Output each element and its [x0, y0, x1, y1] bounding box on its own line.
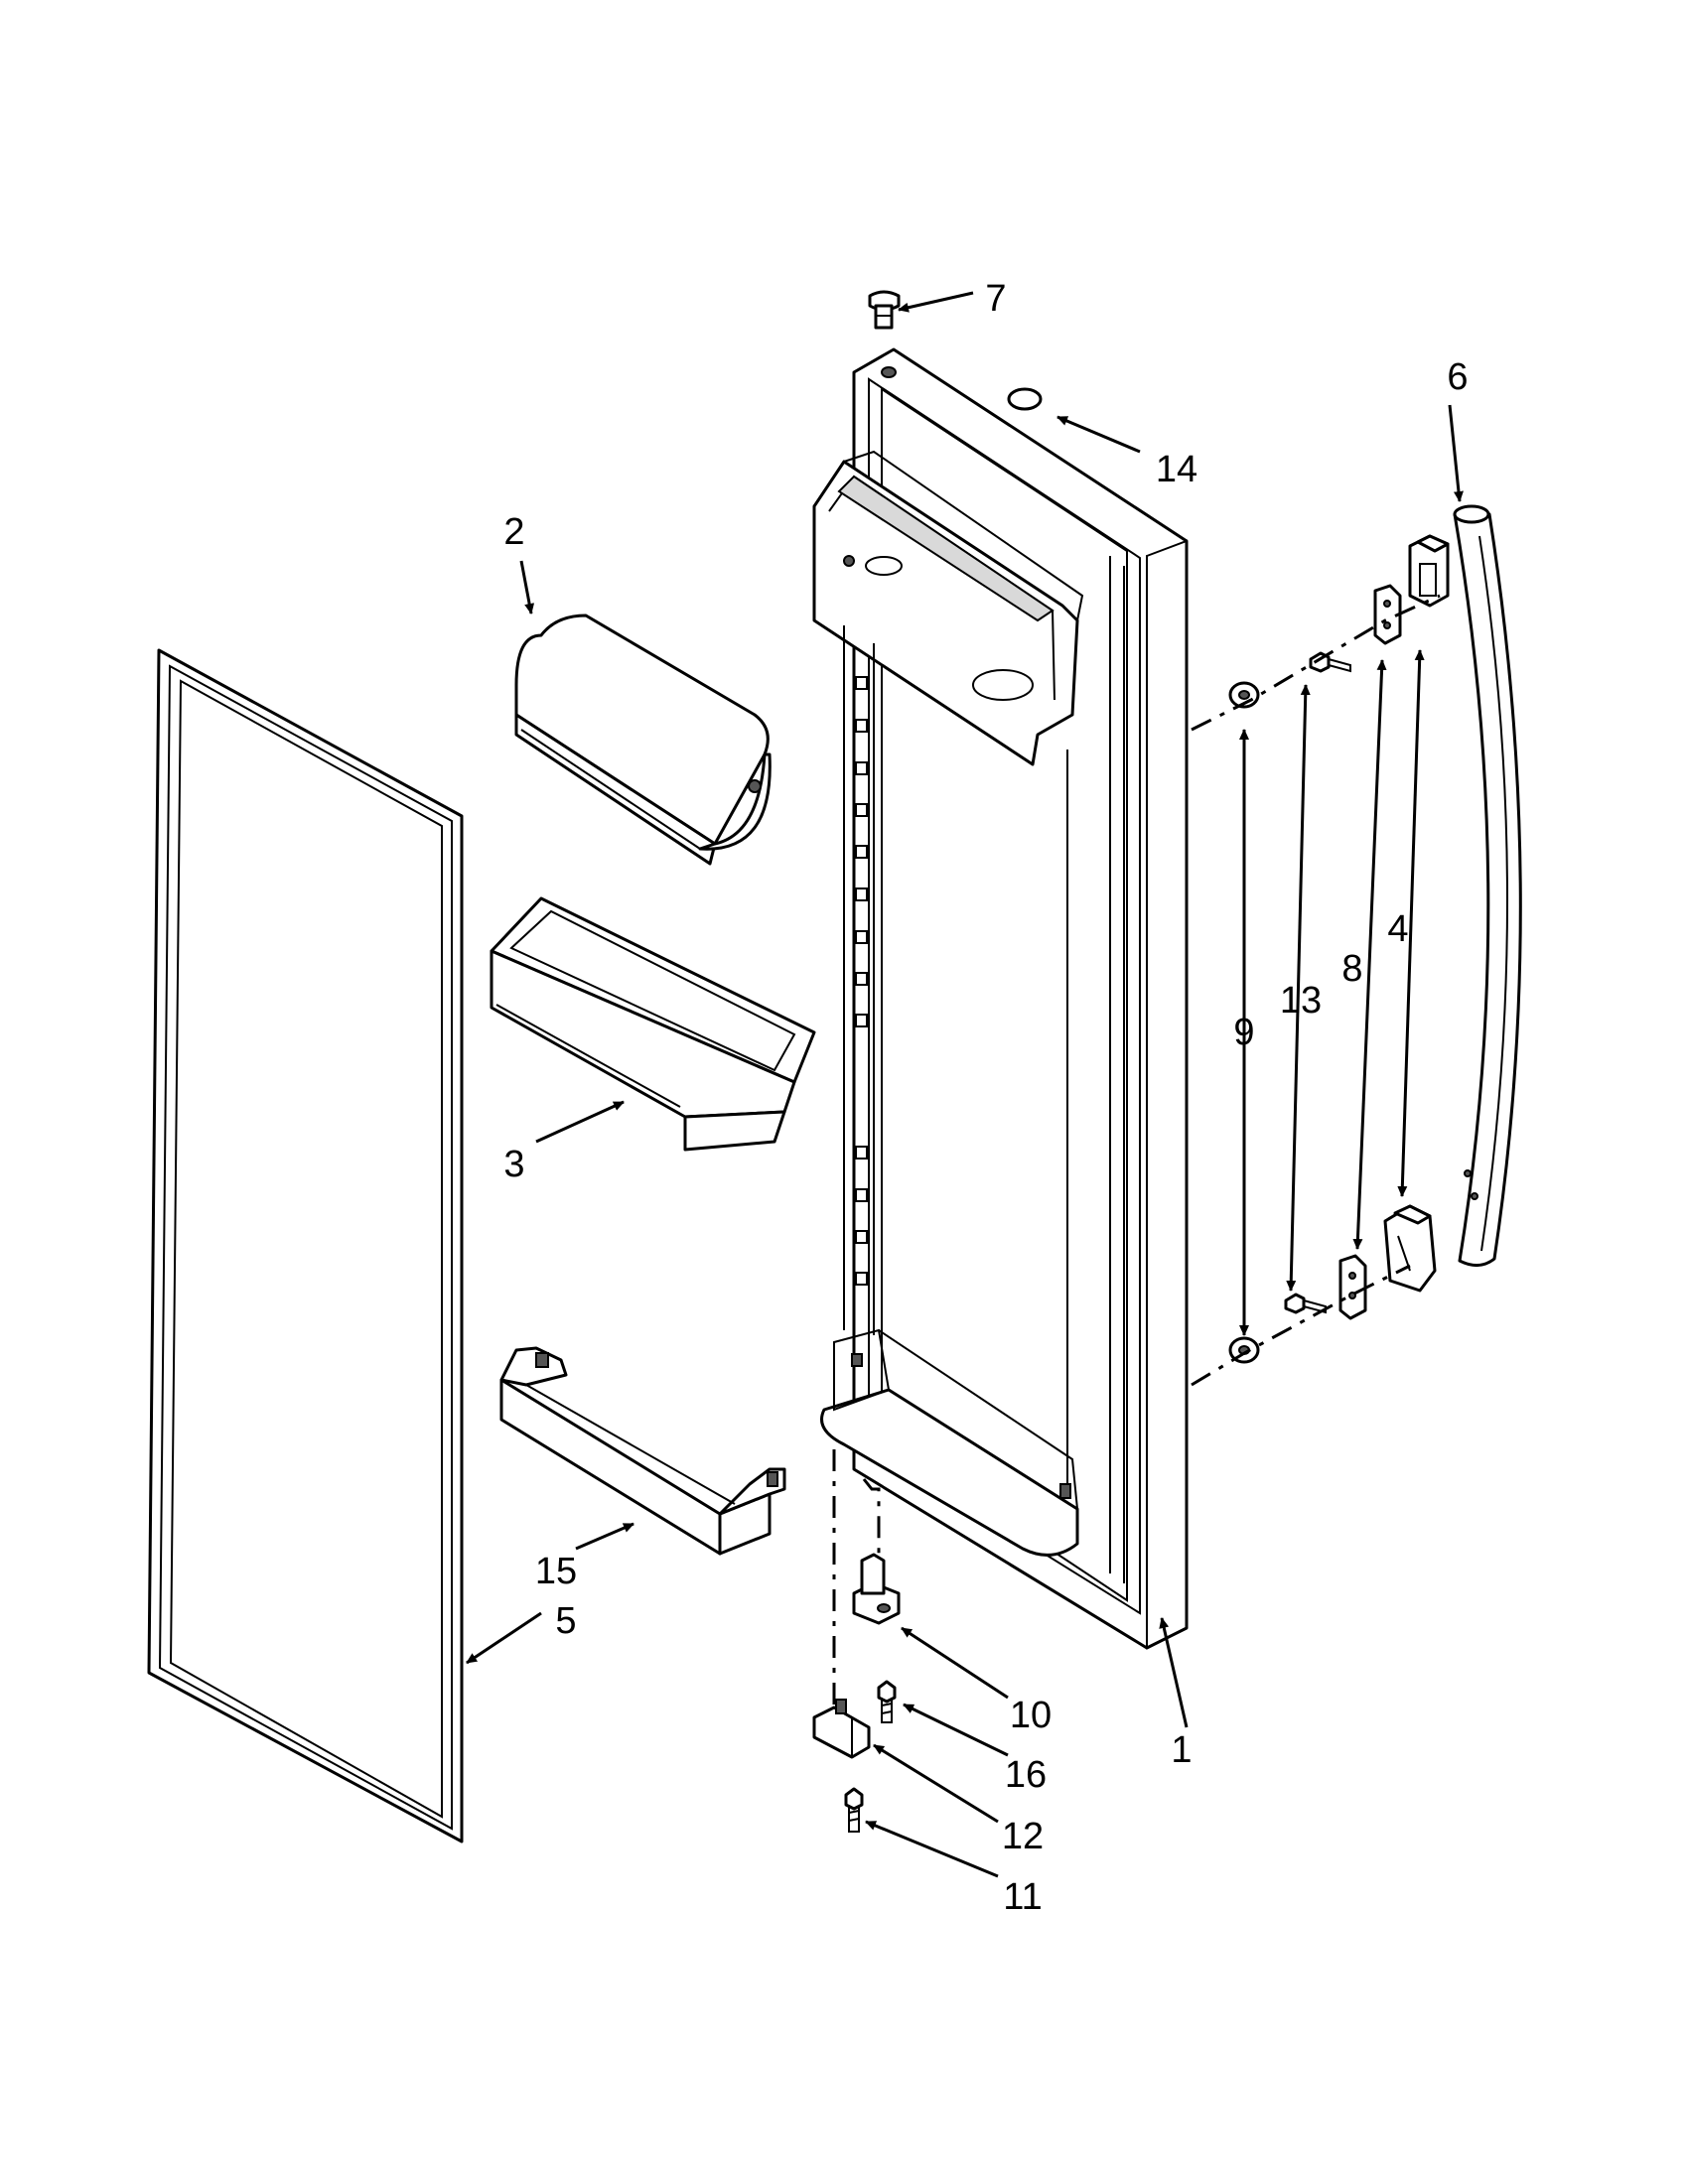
callout-6: 6 — [1447, 356, 1468, 398]
callout-10: 10 — [1010, 1695, 1052, 1736]
rail-dimple — [855, 761, 868, 775]
door-gasket — [147, 648, 464, 1843]
handle-screw-lower — [1284, 1293, 1327, 1314]
rail-dimple — [855, 1188, 868, 1202]
handle-mount-upper — [1408, 534, 1450, 608]
rail-dimples — [855, 676, 868, 1286]
callout-8: 8 — [1341, 948, 1362, 990]
rail-dimple — [855, 676, 868, 690]
door-handle — [1453, 504, 1522, 1267]
top-hinge-pin — [868, 290, 901, 330]
lower-hinge — [852, 1553, 901, 1625]
callout-12: 12 — [1002, 1816, 1044, 1857]
rail-dimple — [855, 972, 868, 986]
lower-door-shelf — [499, 1346, 786, 1556]
callout-13: 13 — [1280, 980, 1322, 1022]
callout-5: 5 — [555, 1600, 576, 1642]
refrigerator-door-assembly — [812, 347, 1189, 1650]
assembly-centerlines — [832, 594, 1441, 1707]
callout-3: 3 — [503, 1144, 524, 1185]
callout-1: 1 — [1171, 1729, 1192, 1771]
hinge-bracket — [812, 1699, 871, 1759]
callout-4: 4 — [1387, 908, 1408, 950]
rail-dimple — [855, 1146, 868, 1160]
dairy-compartment — [514, 614, 772, 866]
callout-9: 9 — [1233, 1012, 1254, 1053]
rail-dimple — [855, 1272, 868, 1286]
callout-11: 11 — [1003, 1876, 1042, 1918]
handle-bracket-lower — [1338, 1254, 1367, 1320]
door-shelf-bin — [490, 896, 816, 1152]
plug-button-upper — [1228, 681, 1260, 709]
rail-dimple — [855, 1014, 868, 1027]
callout-7: 7 — [985, 278, 1006, 320]
callout-labels: 1 2 3 4 5 6 7 8 9 10 11 12 13 14 15 16 — [503, 278, 1468, 1918]
bracket-screw — [844, 1787, 864, 1833]
rail-dimple — [855, 719, 868, 733]
callout-15: 15 — [535, 1551, 577, 1592]
rail-dimple — [855, 887, 868, 901]
hinge-screw — [877, 1680, 897, 1723]
rail-dimple — [855, 845, 868, 859]
handle-bracket-upper — [1373, 584, 1402, 645]
callout-14: 14 — [1156, 449, 1197, 490]
rail-dimple — [855, 930, 868, 944]
callout-16: 16 — [1005, 1754, 1047, 1796]
rail-dimple — [855, 1230, 868, 1244]
leader-arrows — [466, 291, 1464, 1878]
rail-dimple — [855, 803, 868, 817]
handle-mount-lower — [1383, 1204, 1437, 1293]
callout-2: 2 — [503, 511, 524, 553]
bushing-ring — [1007, 387, 1043, 411]
